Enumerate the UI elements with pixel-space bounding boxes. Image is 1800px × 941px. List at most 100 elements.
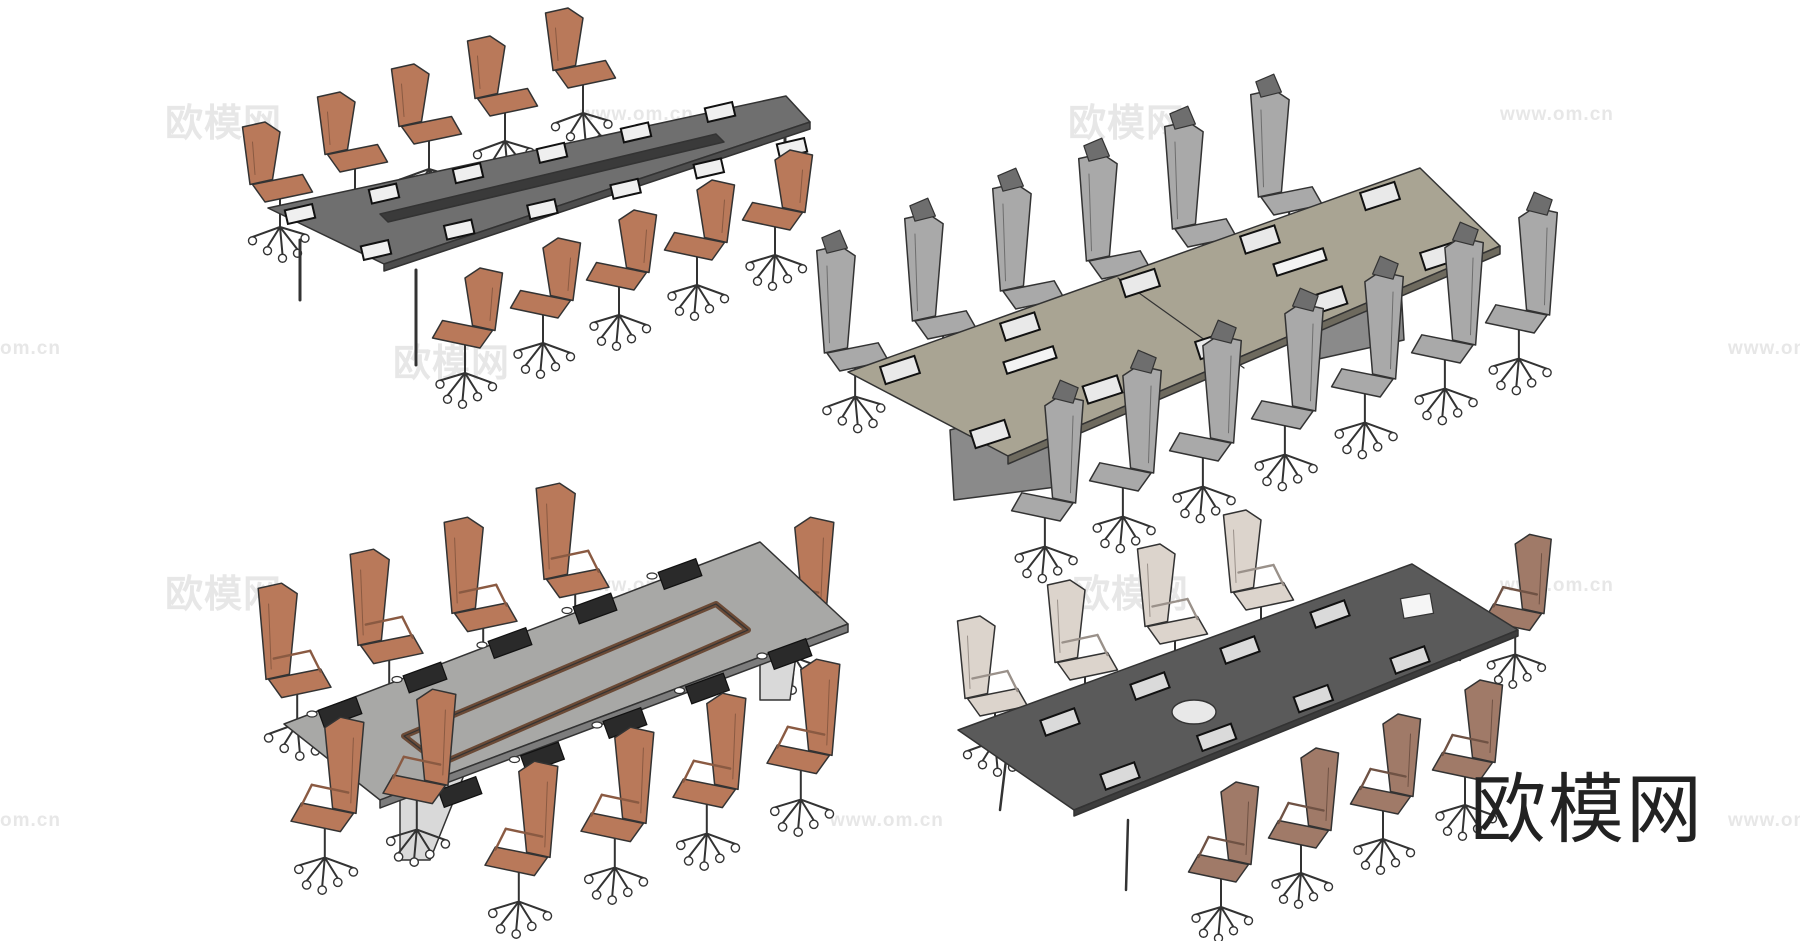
caster	[1442, 826, 1453, 836]
caster	[247, 236, 258, 246]
caster	[1422, 410, 1432, 421]
caster	[1360, 860, 1371, 870]
caster	[1493, 675, 1503, 685]
caster	[262, 246, 273, 256]
chair-back	[991, 182, 1032, 292]
caster	[699, 861, 710, 871]
caster	[730, 843, 741, 853]
chair-back	[1444, 236, 1485, 346]
headrest	[1169, 105, 1197, 130]
caster	[1375, 865, 1386, 875]
table-pad	[283, 202, 317, 226]
caster	[769, 806, 780, 817]
caster	[1180, 508, 1190, 519]
caster	[457, 399, 468, 409]
chair-back	[1122, 364, 1163, 474]
chair-back	[774, 149, 814, 214]
chair-seat	[1088, 462, 1152, 492]
chair-seat	[1168, 432, 1232, 462]
headrest	[909, 197, 937, 222]
caster	[279, 743, 290, 754]
table-pad	[437, 775, 483, 809]
chair	[1330, 255, 1405, 460]
caster	[542, 911, 553, 921]
chair-back	[800, 658, 841, 757]
caster	[472, 392, 483, 402]
caster	[1037, 573, 1048, 584]
table-edge	[379, 623, 849, 809]
caster	[689, 311, 700, 321]
caster	[1228, 926, 1239, 936]
chair-back	[614, 726, 655, 825]
chair-seat	[554, 59, 617, 89]
table-pad	[1118, 267, 1162, 299]
caster	[550, 362, 561, 372]
caster	[440, 839, 451, 849]
headrest	[1291, 287, 1319, 312]
chair-back	[518, 760, 559, 859]
chair-back	[1518, 206, 1559, 316]
chair-back	[706, 692, 747, 791]
table-edge	[1073, 629, 1519, 817]
headrest	[1525, 191, 1553, 216]
caster	[1293, 899, 1304, 909]
caster	[719, 294, 730, 304]
chair-seat	[663, 231, 726, 261]
chair-back	[956, 615, 996, 700]
caster	[641, 324, 652, 334]
chair-seat	[484, 846, 549, 877]
power-slot	[1002, 344, 1058, 376]
chair-seat	[267, 668, 332, 699]
caster	[1353, 845, 1363, 855]
chair	[484, 760, 559, 939]
caster	[1526, 378, 1537, 388]
chair-seat	[359, 634, 424, 665]
scene-4-dark-table	[956, 509, 1552, 941]
chair	[1349, 713, 1422, 875]
chair	[257, 582, 332, 761]
caster	[667, 291, 677, 301]
chair-back	[464, 267, 504, 332]
caster	[293, 864, 304, 875]
caster	[1092, 523, 1103, 533]
caster	[962, 750, 973, 760]
table-pad	[1081, 374, 1124, 405]
caster	[745, 261, 755, 271]
chair-back	[324, 716, 365, 815]
cup	[756, 652, 768, 660]
caster	[1195, 513, 1206, 524]
headrest	[1051, 379, 1079, 404]
caster	[435, 379, 445, 389]
chair-seat	[1410, 334, 1474, 364]
caster	[1405, 848, 1416, 858]
caster	[1457, 831, 1468, 841]
table-pad	[367, 182, 401, 205]
chair-seat	[1267, 819, 1330, 849]
caster	[1437, 415, 1448, 426]
table-pad	[451, 162, 485, 185]
caster	[868, 418, 878, 429]
caster	[472, 150, 483, 160]
table-pad	[767, 637, 813, 671]
watermark-url: www.om.cn	[1500, 104, 1614, 125]
chair	[741, 149, 814, 291]
caster	[822, 405, 832, 416]
headrest	[1371, 255, 1399, 280]
chair-seat	[476, 87, 539, 117]
watermark-url: om.cn	[0, 810, 61, 831]
chair-seat	[326, 143, 389, 173]
chair-back	[1284, 302, 1325, 412]
chair-back	[815, 244, 856, 354]
caster	[714, 853, 725, 864]
power-slot	[1272, 246, 1328, 278]
table-pad	[1358, 180, 1402, 212]
chair	[382, 688, 457, 867]
chair	[585, 209, 658, 351]
caster	[487, 908, 498, 919]
caster	[1487, 814, 1498, 824]
cup	[508, 755, 521, 764]
caster	[1522, 672, 1532, 682]
chair-back	[349, 548, 390, 647]
caster	[793, 827, 804, 837]
watermark-url: www.om.cn	[1728, 810, 1800, 831]
